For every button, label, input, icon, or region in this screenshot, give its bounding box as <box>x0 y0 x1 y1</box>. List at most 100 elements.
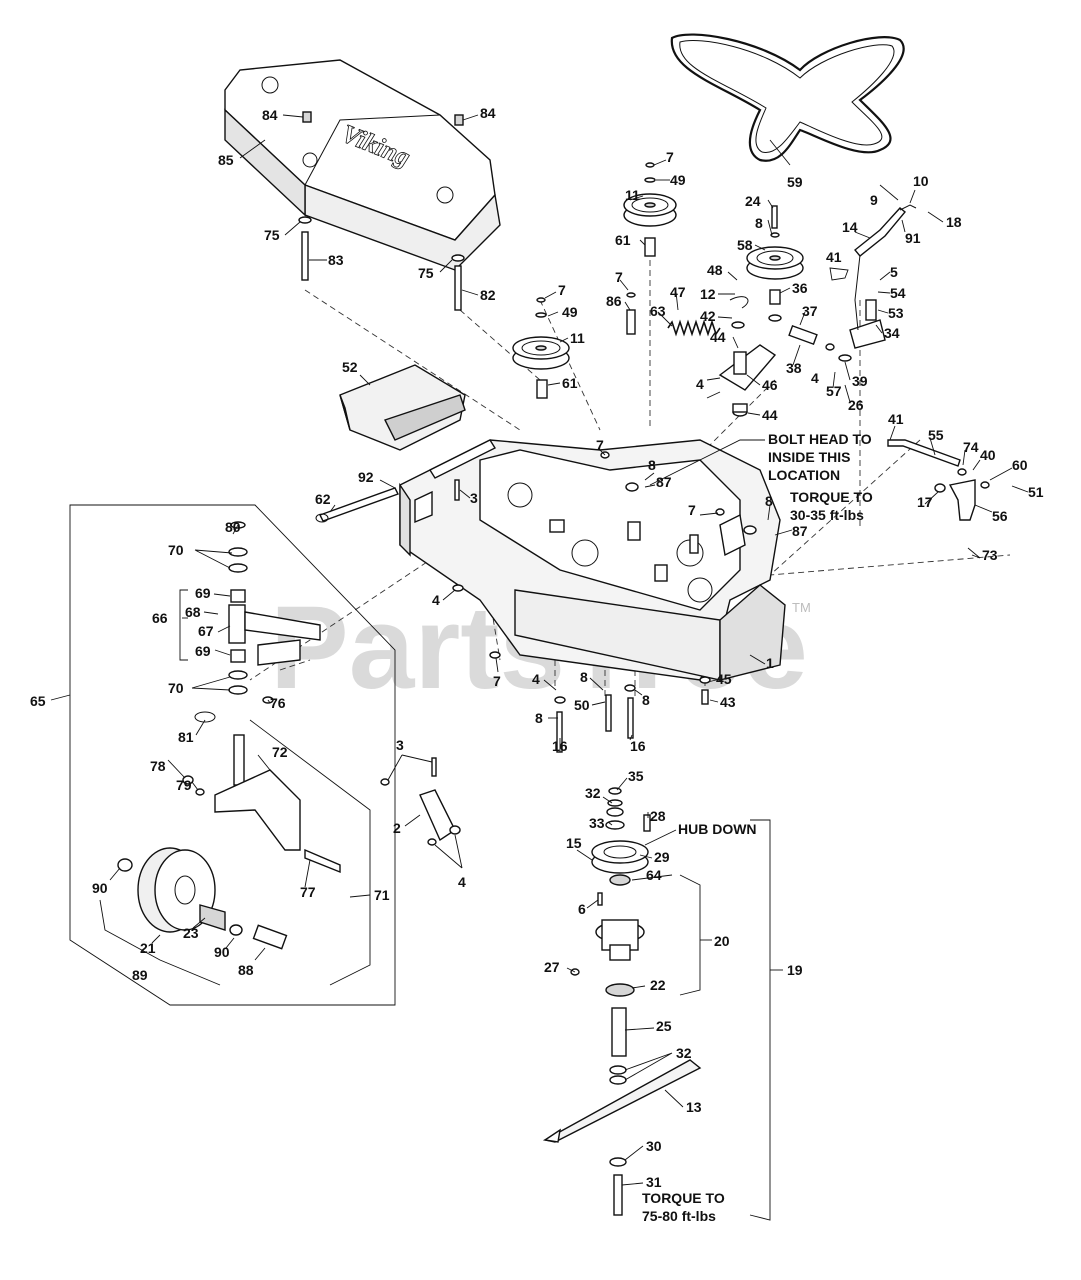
callout-43: 43 <box>720 694 736 710</box>
callout-32b: 32 <box>676 1045 692 1061</box>
callout-38: 38 <box>786 360 802 376</box>
callout-66: 66 <box>152 610 168 626</box>
bracket-84b <box>454 114 464 126</box>
callout-75a: 75 <box>264 227 280 243</box>
callout-80: 80 <box>225 519 241 535</box>
callout-45: 45 <box>716 671 732 687</box>
note-torque-bottom: TORQUE TO 75-80 ft-lbs <box>642 1190 725 1224</box>
callout-4e: 4 <box>458 874 466 890</box>
callout-36: 36 <box>792 280 808 296</box>
caster-wheel-89 <box>117 847 288 950</box>
callout-41b: 41 <box>888 411 904 427</box>
callout-leaders <box>50 114 1029 1186</box>
caster-arm-66 <box>228 521 321 695</box>
callout-70a: 70 <box>168 542 184 558</box>
callout-56: 56 <box>992 508 1008 524</box>
callout-90a: 90 <box>92 880 108 896</box>
callout-7c: 7 <box>558 282 566 298</box>
callout-7e: 7 <box>688 502 696 518</box>
callout-64: 64 <box>646 867 662 883</box>
pulley-11-upper <box>623 162 677 257</box>
callout-48: 48 <box>707 262 723 278</box>
callout-73: 73 <box>982 547 998 563</box>
note-hub-down: HUB DOWN <box>678 821 757 837</box>
note-bolt-head-line2: INSIDE THIS <box>768 449 850 465</box>
callout-71: 71 <box>374 887 390 903</box>
callout-58: 58 <box>737 237 753 253</box>
callout-8e: 8 <box>642 692 650 708</box>
callout-79: 79 <box>176 777 192 793</box>
mower-deck <box>399 439 786 681</box>
callout-52: 52 <box>342 359 358 375</box>
callout-53: 53 <box>888 305 904 321</box>
callout-57: 57 <box>826 383 842 399</box>
callout-16a: 16 <box>552 738 568 754</box>
callout-8c: 8 <box>765 493 773 509</box>
callout-55: 55 <box>928 427 944 443</box>
note-torque-top-line2: 30-35 ft-lbs <box>790 507 864 523</box>
note-bolt-head-line3: LOCATION <box>768 467 840 483</box>
note-torque-bottom-line1: TORQUE TO <box>642 1190 725 1206</box>
discharge-chute-52 <box>339 364 466 451</box>
rod-assembly <box>788 299 886 362</box>
spacer-86 <box>626 309 636 335</box>
note-torque-bottom-line2: 75-80 ft-lbs <box>642 1208 716 1224</box>
callout-92: 92 <box>358 469 374 485</box>
callout-85: 85 <box>218 152 234 168</box>
note-bolt-head-line1: BOLT HEAD TO <box>768 431 872 447</box>
drive-belt <box>670 33 905 162</box>
callout-35: 35 <box>628 768 644 784</box>
callout-59: 59 <box>787 174 803 190</box>
callout-61a: 61 <box>615 232 631 248</box>
callout-82: 82 <box>480 287 496 303</box>
callout-8b: 8 <box>648 457 656 473</box>
callout-47: 47 <box>670 284 686 300</box>
callout-8f: 8 <box>535 710 543 726</box>
callout-69a: 69 <box>195 585 211 601</box>
callout-84a: 84 <box>262 107 278 123</box>
callout-11a: 11 <box>625 187 640 203</box>
callout-23: 23 <box>183 925 199 941</box>
caster-assembly-frames <box>69 504 396 1006</box>
callout-19: 19 <box>787 962 803 978</box>
callout-28: 28 <box>650 808 666 824</box>
callout-31: 31 <box>646 1174 662 1190</box>
callout-62: 62 <box>315 491 331 507</box>
note-bolt-head: BOLT HEAD TO INSIDE THIS LOCATION <box>768 431 872 483</box>
callout-84b: 84 <box>480 105 496 121</box>
callout-76: 76 <box>270 695 286 711</box>
callout-1: 1 <box>766 655 774 671</box>
callout-21: 21 <box>140 940 156 956</box>
callout-4b: 4 <box>811 370 819 386</box>
callout-18: 18 <box>946 214 962 230</box>
callout-14: 14 <box>842 219 858 235</box>
bracket-2 <box>380 757 461 846</box>
linkage-rod-55 <box>887 439 990 521</box>
callout-72: 72 <box>272 744 288 760</box>
callout-70b: 70 <box>168 680 184 696</box>
callout-60: 60 <box>1012 457 1028 473</box>
callout-41a: 41 <box>826 249 842 265</box>
callout-27: 27 <box>544 959 560 975</box>
spring-63 <box>667 319 721 337</box>
callout-67: 67 <box>198 623 214 639</box>
callout-12: 12 <box>700 286 716 302</box>
callout-labels: 84 84 85 75 83 75 82 7 49 11 61 59 24 8 … <box>30 105 1044 1190</box>
callout-54: 54 <box>890 285 906 301</box>
callout-51: 51 <box>1028 484 1044 500</box>
callout-39: 39 <box>852 373 868 389</box>
callout-26: 26 <box>848 397 864 413</box>
callout-89: 89 <box>132 967 148 983</box>
idler-arm-46 <box>718 296 777 417</box>
callout-16b: 16 <box>630 738 646 754</box>
callout-46: 46 <box>762 377 778 393</box>
callout-4c: 4 <box>432 592 440 608</box>
callout-8d: 8 <box>580 669 588 685</box>
callout-13: 13 <box>686 1099 702 1115</box>
callout-37: 37 <box>802 303 818 319</box>
bracket-84a <box>302 111 312 123</box>
lift-lever-14 <box>854 204 917 331</box>
callout-50: 50 <box>574 697 590 713</box>
deck-cover: Viking <box>224 59 501 271</box>
callout-69b: 69 <box>195 643 211 659</box>
